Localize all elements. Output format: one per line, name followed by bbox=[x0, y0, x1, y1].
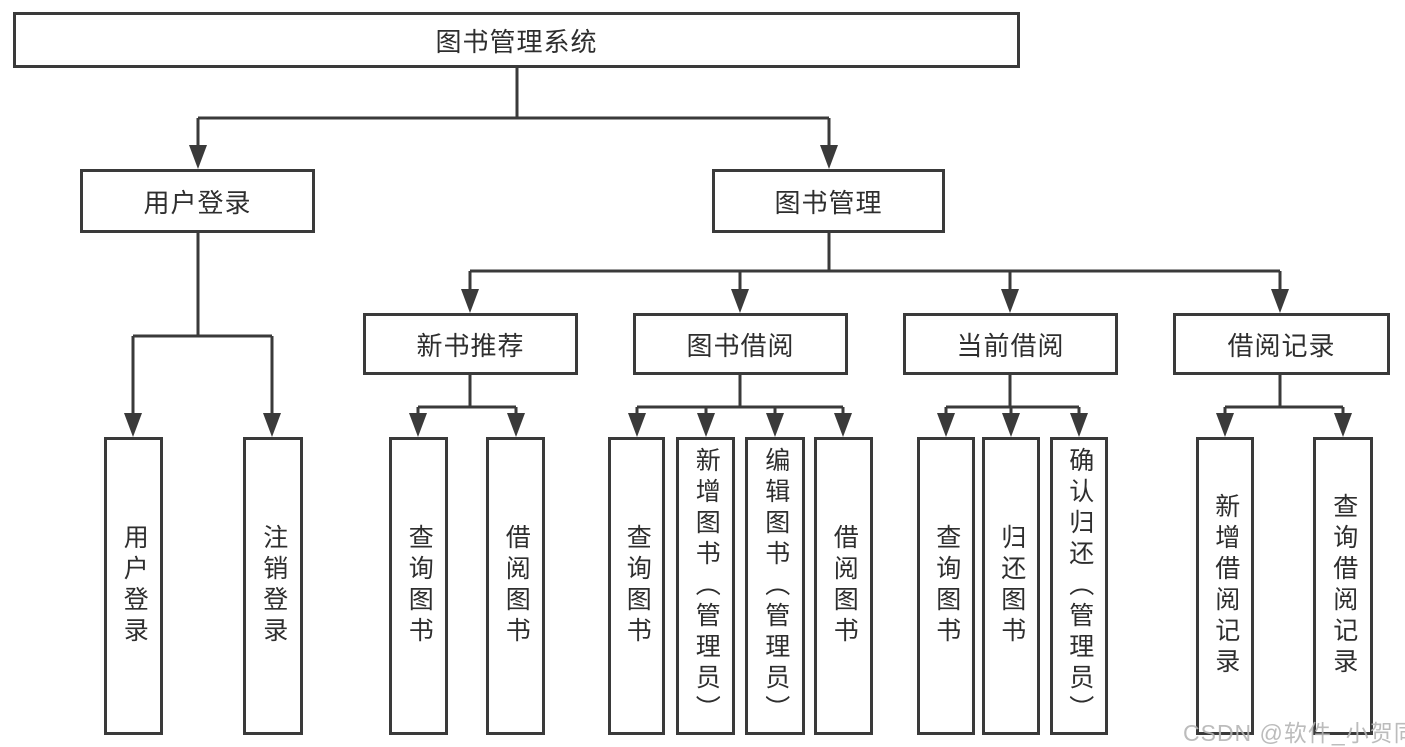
node-ul-logout-label: 注销登录 bbox=[259, 524, 288, 648]
node-borrow-record: 借阅记录 bbox=[1173, 313, 1390, 375]
node-cb-return: 归还图书 bbox=[982, 437, 1040, 735]
node-cb-return-label: 归还图书 bbox=[997, 524, 1026, 648]
node-current-borrow-label: 当前借阅 bbox=[956, 330, 1065, 361]
node-bb-borrow: 借阅图书 bbox=[814, 437, 873, 735]
node-cb-confirm: 确认归还（管理员） bbox=[1050, 437, 1108, 735]
arrowhead bbox=[731, 289, 749, 313]
node-user-login-label: 用户登录 bbox=[143, 187, 252, 218]
node-bb-edit-label: 编辑图书（管理员） bbox=[761, 446, 790, 726]
node-cb-query: 查询图书 bbox=[917, 437, 975, 735]
node-nb-query-label: 查询图书 bbox=[405, 524, 434, 648]
arrowhead bbox=[937, 413, 955, 437]
arrowhead bbox=[461, 289, 479, 313]
arrowhead bbox=[820, 145, 838, 169]
connector-root-to-level2 bbox=[189, 68, 838, 169]
node-bb-borrow-label: 借阅图书 bbox=[830, 524, 859, 648]
arrowhead bbox=[1001, 289, 1019, 313]
node-bb-add: 新增图书（管理员） bbox=[676, 437, 735, 735]
node-br-query: 查询借阅记录 bbox=[1313, 437, 1373, 735]
node-bb-edit: 编辑图书（管理员） bbox=[745, 437, 805, 735]
node-book-borrow-label: 图书借阅 bbox=[686, 330, 795, 361]
arrowhead bbox=[189, 145, 207, 169]
arrowhead bbox=[834, 413, 852, 437]
node-nb-borrow-label: 借阅图书 bbox=[502, 524, 531, 648]
node-book-mgmt: 图书管理 bbox=[712, 169, 945, 233]
csdn-watermark: CSDN @软件_小贺同学 bbox=[1183, 720, 1405, 746]
node-cb-query-label: 查询图书 bbox=[932, 524, 961, 648]
node-root-label: 图书管理系统 bbox=[435, 26, 598, 57]
node-ul-login-label: 用户登录 bbox=[120, 524, 149, 648]
arrowhead bbox=[628, 413, 646, 437]
node-cb-confirm-label: 确认归还（管理员） bbox=[1065, 446, 1094, 726]
arrowhead bbox=[1271, 289, 1289, 313]
node-book-mgmt-label: 图书管理 bbox=[774, 187, 883, 218]
arrowhead bbox=[409, 413, 427, 437]
node-new-book-rec: 新书推荐 bbox=[363, 313, 578, 375]
arrowhead bbox=[1002, 413, 1020, 437]
node-br-add-label: 新增借阅记录 bbox=[1211, 493, 1240, 679]
node-ul-logout: 注销登录 bbox=[243, 437, 303, 735]
node-book-borrow: 图书借阅 bbox=[633, 313, 848, 375]
node-bb-add-label: 新增图书（管理员） bbox=[692, 446, 721, 726]
connector-book-borrow-children bbox=[628, 375, 852, 437]
arrowhead bbox=[1216, 413, 1234, 437]
node-bb-query: 查询图书 bbox=[608, 437, 665, 735]
arrowhead bbox=[697, 413, 715, 437]
connector-book-mgmt-children bbox=[461, 233, 1289, 313]
node-nb-query: 查询图书 bbox=[389, 437, 448, 735]
node-bb-query-label: 查询图书 bbox=[623, 524, 652, 648]
arrowhead bbox=[766, 413, 784, 437]
node-user-login: 用户登录 bbox=[80, 169, 315, 233]
arrowhead bbox=[1334, 413, 1352, 437]
connector-new-book-rec-children bbox=[409, 375, 525, 437]
node-br-query-label: 查询借阅记录 bbox=[1329, 493, 1358, 679]
node-br-add: 新增借阅记录 bbox=[1196, 437, 1254, 735]
node-ul-login: 用户登录 bbox=[104, 437, 163, 735]
connector-borrow-record-children bbox=[1216, 375, 1352, 437]
connector-user-login-children bbox=[124, 233, 281, 437]
arrowhead bbox=[1070, 413, 1088, 437]
connector-current-borrow-children bbox=[937, 375, 1088, 437]
arrowhead bbox=[507, 413, 525, 437]
node-nb-borrow: 借阅图书 bbox=[486, 437, 545, 735]
node-new-book-rec-label: 新书推荐 bbox=[416, 330, 525, 361]
arrowhead bbox=[263, 413, 281, 437]
node-root: 图书管理系统 bbox=[13, 12, 1020, 68]
node-borrow-record-label: 借阅记录 bbox=[1227, 330, 1336, 361]
node-current-borrow: 当前借阅 bbox=[903, 313, 1118, 375]
arrowhead bbox=[124, 413, 142, 437]
